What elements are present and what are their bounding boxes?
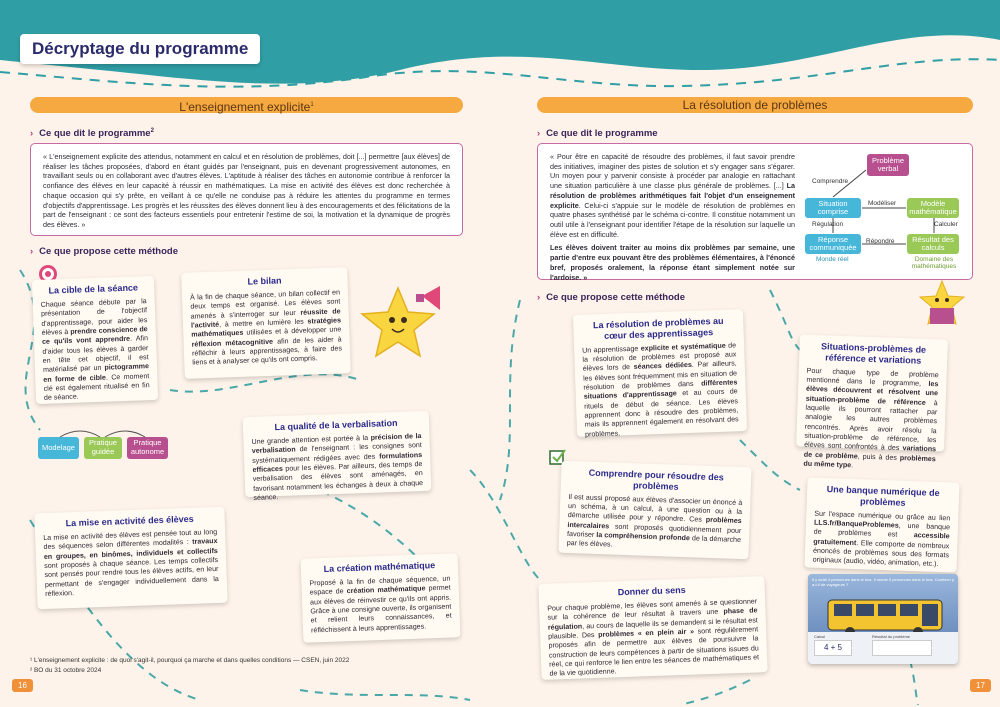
card-reference: Situations-problèmes de référence et var…	[796, 334, 948, 470]
card-coeur: La résolution de problèmes au cœur des a…	[572, 309, 748, 439]
card-cible: La cible de la séance Chaque séance débu…	[31, 275, 159, 405]
card-creation-text: Proposé à la fin de chaque séquence, un …	[309, 574, 452, 635]
card-creation: La création mathématique Proposé à la fi…	[300, 553, 461, 643]
right-dit-heading: ›Ce que dit le programme	[537, 128, 658, 139]
right-quote-text: « Pour être en capacité de résoudre des …	[550, 152, 795, 239]
diagram-situation-comprise: Situation comprise	[805, 198, 861, 218]
diagram-resultat-calculs: Résultat des calculs	[907, 234, 959, 254]
checkbox-icon	[549, 449, 566, 465]
footnote-1: ¹ L'enseignement explicite : de quoi s'a…	[30, 657, 350, 664]
chip-modelage: Modelage	[38, 437, 79, 459]
card-comprendre: Comprendre pour résoudre des problèmes I…	[558, 460, 752, 560]
card-verbalisation: La qualité de la verbalisation Une grand…	[242, 410, 432, 502]
card-banque: Une banque numérique de problèmes Sur l'…	[804, 477, 960, 573]
diagram-label-repondre: Répondre	[866, 238, 895, 245]
card-activite-text: La mise en activité des élèves est pensé…	[43, 527, 219, 598]
calc-value: 4 + 5	[814, 640, 852, 656]
card-sens: Donner du sens Pour chaque problème, les…	[538, 576, 768, 680]
footnote-2: ² BO du 31 octobre 2024	[30, 667, 102, 674]
card-bilan-title: Le bilan	[247, 275, 282, 287]
card-activite: La mise en activité des élèves La mise e…	[34, 506, 228, 610]
app-screenshot-caption: Il y avait 4 personnes dans le bus. Il m…	[812, 577, 954, 587]
diagram-label-modeliser: Modéliser	[868, 200, 897, 207]
diagram-arrows	[832, 169, 935, 245]
left-section-title: L'enseignement explicite1	[30, 97, 463, 114]
card-reference-title: Situations-problèmes de référence et var…	[820, 341, 927, 366]
result-label: Résultat du problème	[872, 634, 911, 639]
chip-pratique-autonome: Pratique autonome	[127, 437, 168, 459]
card-bilan-text: À la fin de chaque séance, un bilan coll…	[189, 288, 343, 367]
card-cible-title: La cible de la séance	[48, 282, 139, 296]
calc-label: Calcul	[814, 634, 826, 639]
card-verbalisation-text: Une grande attention est portée à la pré…	[251, 431, 424, 502]
star-mascot-megaphone	[360, 286, 440, 358]
card-banque-text: Sur l'espace numérique ou grâce au lien …	[812, 509, 951, 569]
star-mascot-book	[918, 279, 966, 326]
left-quote: « L'enseignement explicite des attendus,…	[30, 143, 463, 236]
card-comprendre-title: Comprendre pour résoudre des problèmes	[588, 467, 724, 492]
diagram-label-calculer: Calculer	[934, 221, 958, 228]
card-cible-text: Chaque séance débute par la présentation…	[40, 296, 150, 403]
app-screenshot: Il y avait 4 personnes dans le bus. Il m…	[808, 574, 958, 664]
chip-pratique-guidee: Pratique guidée	[84, 437, 122, 459]
card-comprendre-text: Il est aussi proposé aux élèves d'associ…	[566, 492, 743, 549]
diagram-label-monde-reel: Monde réel	[816, 256, 849, 263]
card-verbalisation-title: La qualité de la verbalisation	[274, 417, 398, 433]
card-activite-title: La mise en activité des élèves	[65, 513, 194, 529]
diagram-label-domaine: Domaine des mathématiques	[911, 256, 957, 270]
left-propose-heading: ›Ce que propose cette méthode	[30, 246, 179, 257]
diagram-modele-mathematique: Modèle mathématique	[907, 198, 959, 218]
card-sens-text: Pour chaque problème, les élèves sont am…	[547, 597, 760, 678]
right-propose-heading: ›Ce que propose cette méthode	[537, 292, 686, 303]
chip-arrows	[59, 430, 146, 438]
card-reference-text: Pour chaque type de problème mentionné d…	[803, 366, 939, 470]
card-coeur-text: Un apprentissage explicite et systématiq…	[582, 340, 739, 439]
diagram-label-regulation: Régulation	[812, 221, 844, 228]
card-creation-title: La création mathématique	[323, 560, 436, 574]
card-banque-title: Une banque numérique de problèmes	[826, 484, 940, 508]
card-coeur-title: La résolution de problèmes au cœur des a…	[592, 315, 724, 341]
diagram-probleme-verbal: Problème verbal	[867, 154, 909, 176]
right-section-title: La résolution de problèmes	[537, 97, 973, 113]
right-quote-box: « Pour être en capacité de résoudre des …	[537, 143, 973, 282]
card-bilan: Le bilan À la fin de chaque séance, un b…	[181, 267, 351, 379]
result-field[interactable]	[872, 640, 932, 656]
page-title: Décryptage du programme	[20, 34, 261, 64]
page-number-left: 16	[12, 679, 33, 692]
left-dit-heading: ›Ce que dit le programme2	[30, 128, 154, 140]
right-quote-bold: Les élèves doivent traiter au moins dix …	[550, 243, 795, 282]
page-number-right: 17	[970, 679, 991, 692]
diagram-reponse-communiquee: Réponse communiquée	[805, 234, 861, 254]
diagram-label-comprendre: Comprendre	[812, 178, 849, 185]
